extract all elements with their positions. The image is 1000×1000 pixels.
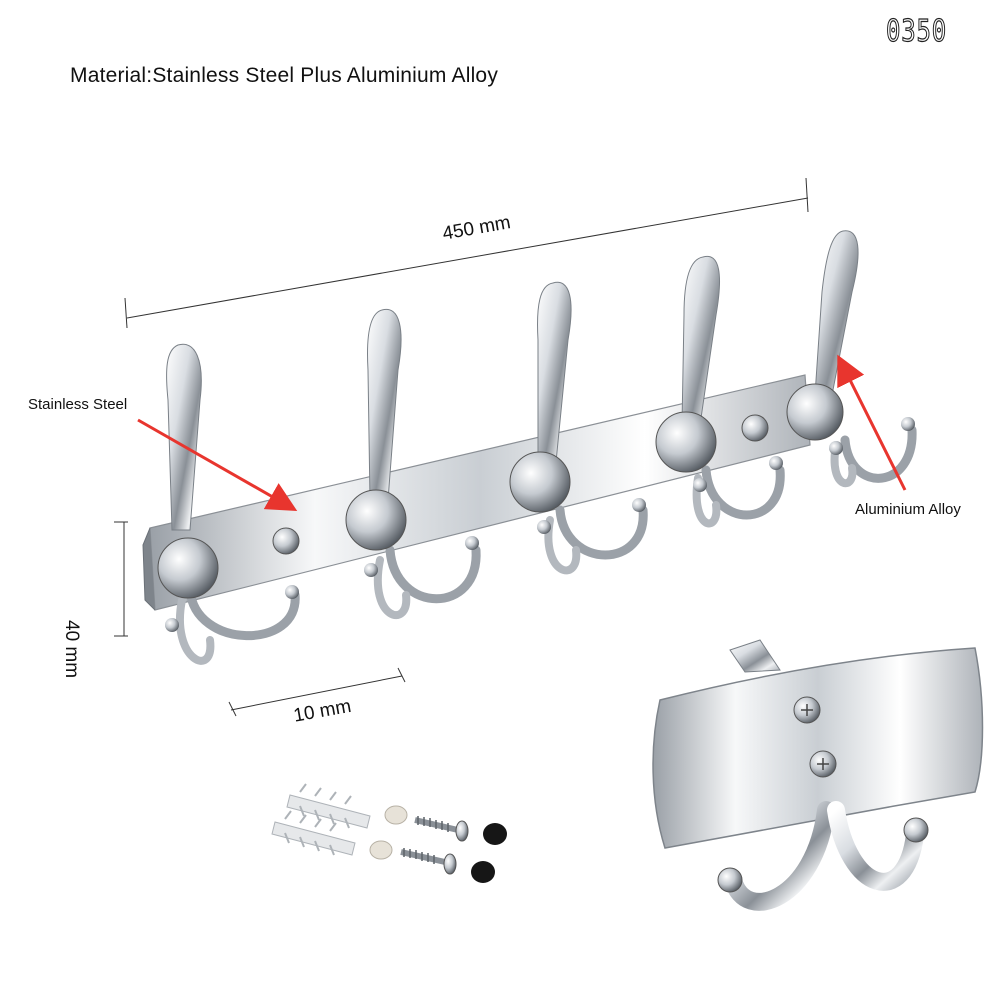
hardware-kit [271, 783, 507, 883]
washer-bottom [369, 840, 393, 860]
height-dimension-label: 40 mm [61, 620, 82, 679]
brand-logo: 0350 [886, 13, 947, 49]
hook-closeup [652, 639, 984, 911]
material-title: Material:Stainless Steel Plus Aluminium … [70, 64, 499, 87]
stainless-callout-arrow [137, 418, 298, 511]
aluminium-alloy-label: Aluminium Alloy [855, 501, 961, 518]
hook-2 [345, 308, 481, 619]
screw-cap-top [483, 823, 507, 845]
hook-1 [157, 343, 300, 665]
length-dimension-line [124, 177, 809, 329]
rack-plate [142, 374, 811, 611]
hook-3 [509, 281, 648, 575]
hook-5 [786, 230, 917, 488]
washer-top [384, 805, 408, 825]
screw-bottom [400, 848, 457, 875]
hook-4 [655, 255, 785, 528]
stainless-steel-label: Stainless Steel [28, 396, 128, 413]
wall-anchor-top [286, 783, 371, 829]
aluminium-callout-arrow [837, 354, 907, 491]
wall-anchor-bottom [271, 810, 356, 856]
screw-top [414, 816, 469, 842]
spacing-dimension-line [228, 667, 406, 717]
screw-cap-bottom [471, 861, 495, 883]
height-dimension-line [114, 521, 128, 637]
